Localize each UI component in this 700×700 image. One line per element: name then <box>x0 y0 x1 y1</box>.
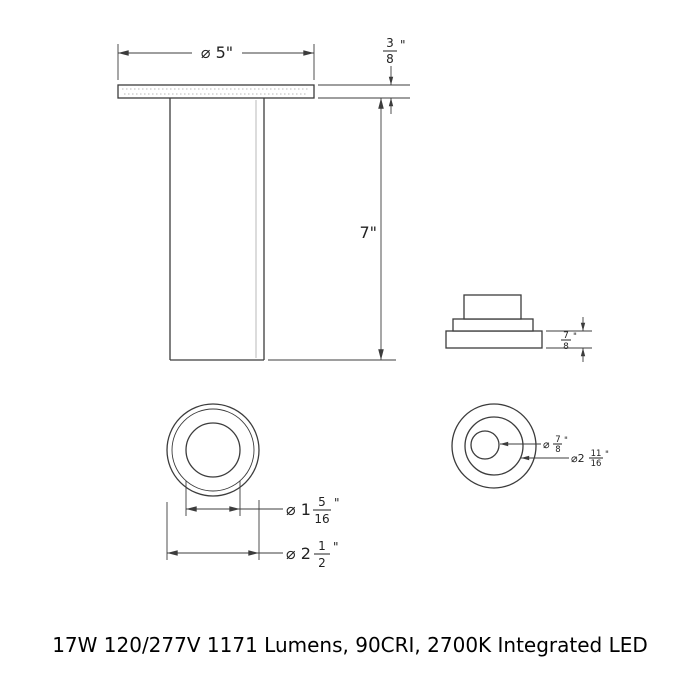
detail-hole-circle <box>470 430 500 460</box>
detail-height-numerator: 7 <box>563 331 569 341</box>
inner-diameter-numerator: 5 <box>318 495 326 509</box>
canopy-outline <box>117 84 315 99</box>
detail-middle-step <box>452 318 534 332</box>
inner-circle <box>185 422 241 478</box>
dim-outer-diameter: ⌀ 2 1 2 " <box>166 500 339 570</box>
inner-diameter-prefix: ⌀ 1 <box>286 500 311 519</box>
inner-diameter-unit: " <box>334 496 340 510</box>
detail-outer-denominator: 16 <box>591 459 602 469</box>
canopy-thickness-denominator: 8 <box>386 52 394 66</box>
inner-diameter-denominator: 16 <box>314 512 329 526</box>
canopy-thickness-numerator: 3 <box>386 36 394 50</box>
detail-top-block <box>463 294 522 320</box>
dim-top-diameter: ⌀ 5" <box>117 43 315 80</box>
rim-circle <box>171 408 255 492</box>
detail-middle-circle <box>464 416 524 476</box>
detail-side-view <box>445 294 543 349</box>
detail-outer-circle <box>451 403 537 489</box>
dim-canopy-thickness: 3 8 " <box>318 36 410 114</box>
dim-detail-outer: ⌀2 11 16 " <box>521 449 609 469</box>
front-view <box>117 84 315 361</box>
detail-hole-numerator: 7 <box>555 435 560 445</box>
top-diameter-label: ⌀ 5" <box>201 43 233 62</box>
detail-height-unit: " <box>573 332 577 342</box>
dim-detail-hole: ⌀ 7 8 " <box>500 435 568 455</box>
outer-diameter-unit: " <box>333 540 339 554</box>
detail-hole-unit: " <box>564 436 568 446</box>
spec-text: 17W 120/277V 1171 Lumens, 90CRI, 2700K I… <box>52 633 648 657</box>
detail-bottom-view <box>451 403 537 489</box>
height-label: 7" <box>359 223 377 242</box>
outer-diameter-numerator: 1 <box>318 539 326 553</box>
dim-detail-height: 7 8 " <box>546 317 592 362</box>
canopy-thickness-unit: " <box>400 38 406 52</box>
detail-outer-numerator: 11 <box>591 449 602 459</box>
outer-diameter-denominator: 2 <box>318 556 326 570</box>
detail-hole-denominator: 8 <box>555 445 560 455</box>
dim-inner-diameter: ⌀ 1 5 16 " <box>185 481 340 526</box>
outer-diameter-prefix: ⌀ 2 <box>286 544 311 563</box>
detail-outer-unit: " <box>605 450 609 460</box>
dim-height: 7" <box>268 98 396 361</box>
detail-hole-prefix: ⌀ <box>543 438 550 451</box>
detail-height-denominator: 8 <box>563 342 569 352</box>
bottom-view <box>166 403 260 497</box>
detail-outer-prefix: ⌀2 <box>571 452 585 465</box>
outer-circle <box>166 403 260 497</box>
detail-base <box>445 330 543 349</box>
